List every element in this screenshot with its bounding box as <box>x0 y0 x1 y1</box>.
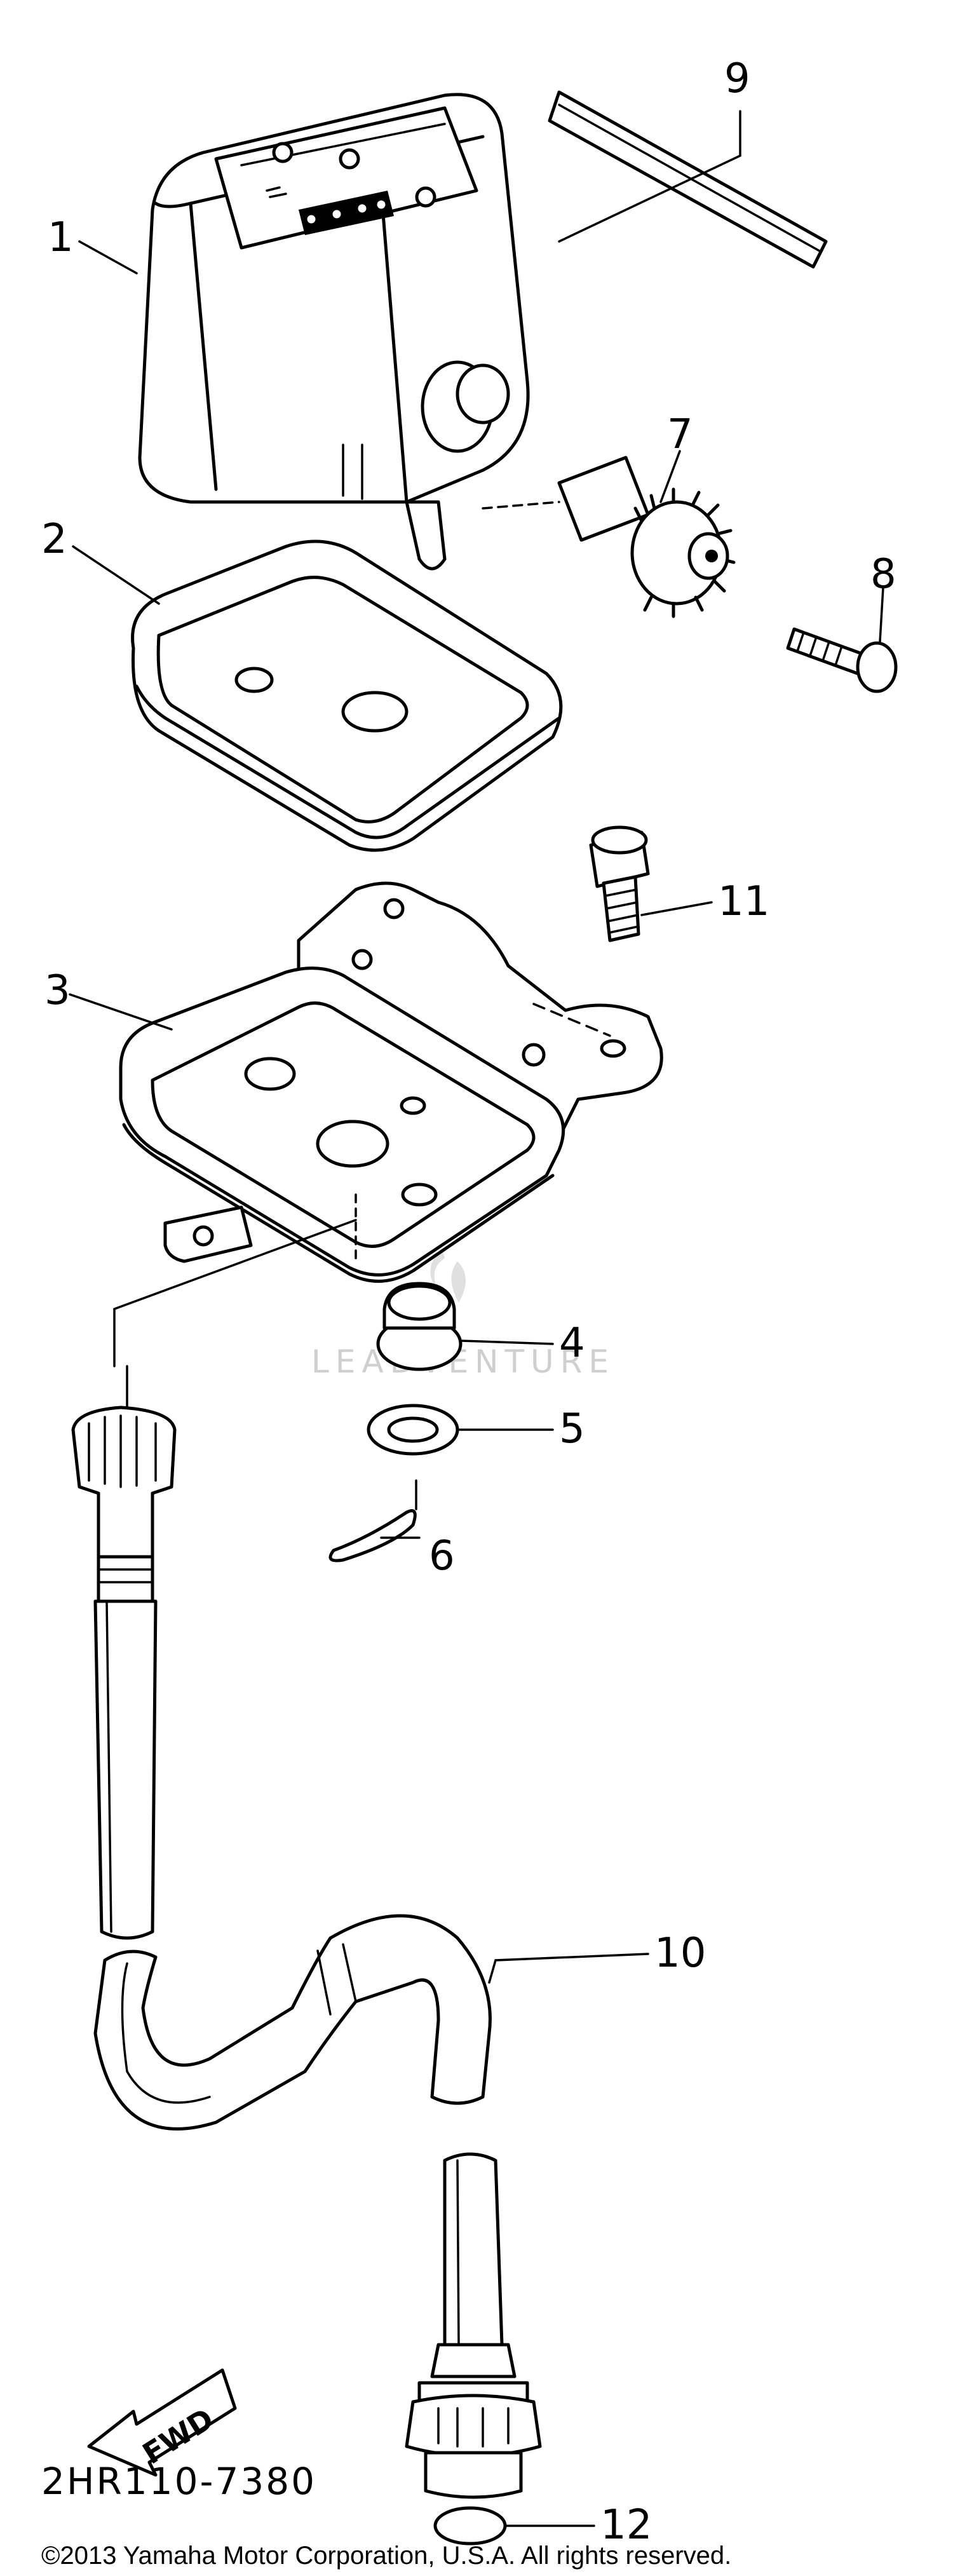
callout-7: 7 <box>667 411 693 458</box>
callouts: 1 2 3 4 5 6 7 8 9 10 11 12 <box>41 55 896 2549</box>
callout-leaders <box>69 110 884 2527</box>
callout-10: 10 <box>654 1930 706 1977</box>
copyright: ©2013 Yamaha Motor Corporation, U.S.A. A… <box>41 2542 731 2570</box>
o-ring <box>433 2506 507 2545</box>
callout-11: 11 <box>718 878 769 925</box>
bolt <box>589 825 650 942</box>
callout-9: 9 <box>724 55 750 102</box>
callout-4: 4 <box>559 1320 585 1367</box>
speedometer-cable <box>71 1365 542 2499</box>
clip <box>328 1479 417 1563</box>
meter-bracket <box>119 881 663 1283</box>
grommet <box>376 1282 463 1371</box>
callout-12: 12 <box>600 2502 652 2549</box>
callout-8: 8 <box>870 551 896 598</box>
callout-1: 1 <box>48 214 74 261</box>
meter-cushion <box>131 539 563 852</box>
meter-housing <box>138 93 530 571</box>
callout-6: 6 <box>429 1533 455 1580</box>
reference-code: 2HR110-7380 <box>41 2460 316 2503</box>
callout-2: 2 <box>41 516 67 563</box>
washer <box>367 1404 459 1456</box>
screw <box>786 627 898 693</box>
drive-gear <box>557 456 736 618</box>
callout-5: 5 <box>559 1406 585 1453</box>
callout-3: 3 <box>44 967 71 1014</box>
